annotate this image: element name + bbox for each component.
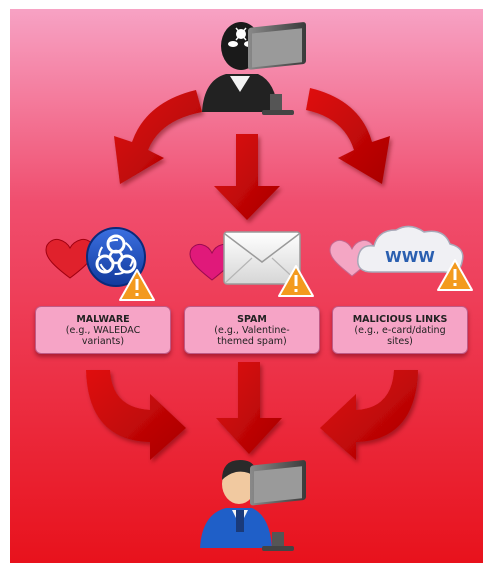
www-cloud-icon: WWW <box>357 225 464 274</box>
warning-icon <box>278 265 314 297</box>
spam-detail: (e.g., Valentine- themed spam) <box>214 324 290 347</box>
spam-title: SPAM <box>237 313 267 325</box>
arrow-to-links <box>306 88 390 184</box>
arrow-to-spam <box>214 134 280 220</box>
arrow-from-spam <box>216 362 282 454</box>
malware-title: MALWARE <box>76 313 130 325</box>
attacker-icon <box>202 22 306 115</box>
malicious-links-card: MALICIOUS LINKS (e.g., e-card/dating sit… <box>332 306 468 354</box>
malicious-links-detail: (e.g., e-card/dating sites) <box>354 324 446 347</box>
arrow-from-malware <box>86 370 186 460</box>
spam-card: SPAM (e.g., Valentine- themed spam) <box>184 306 320 354</box>
malware-card: MALWARE (e.g., WALEDAC variants) <box>35 306 171 354</box>
malware-detail: (e.g., WALEDAC variants) <box>65 324 141 347</box>
arrow-to-malware <box>114 90 202 184</box>
envelope-icon <box>223 231 301 285</box>
biohazard-icon <box>86 227 146 287</box>
user-icon <box>200 460 306 551</box>
www-label: WWW <box>385 248 435 266</box>
warning-icon <box>119 269 155 301</box>
malicious-links-title: MALICIOUS LINKS <box>352 313 448 325</box>
arrow-from-links <box>320 370 418 460</box>
warning-icon <box>437 259 473 291</box>
